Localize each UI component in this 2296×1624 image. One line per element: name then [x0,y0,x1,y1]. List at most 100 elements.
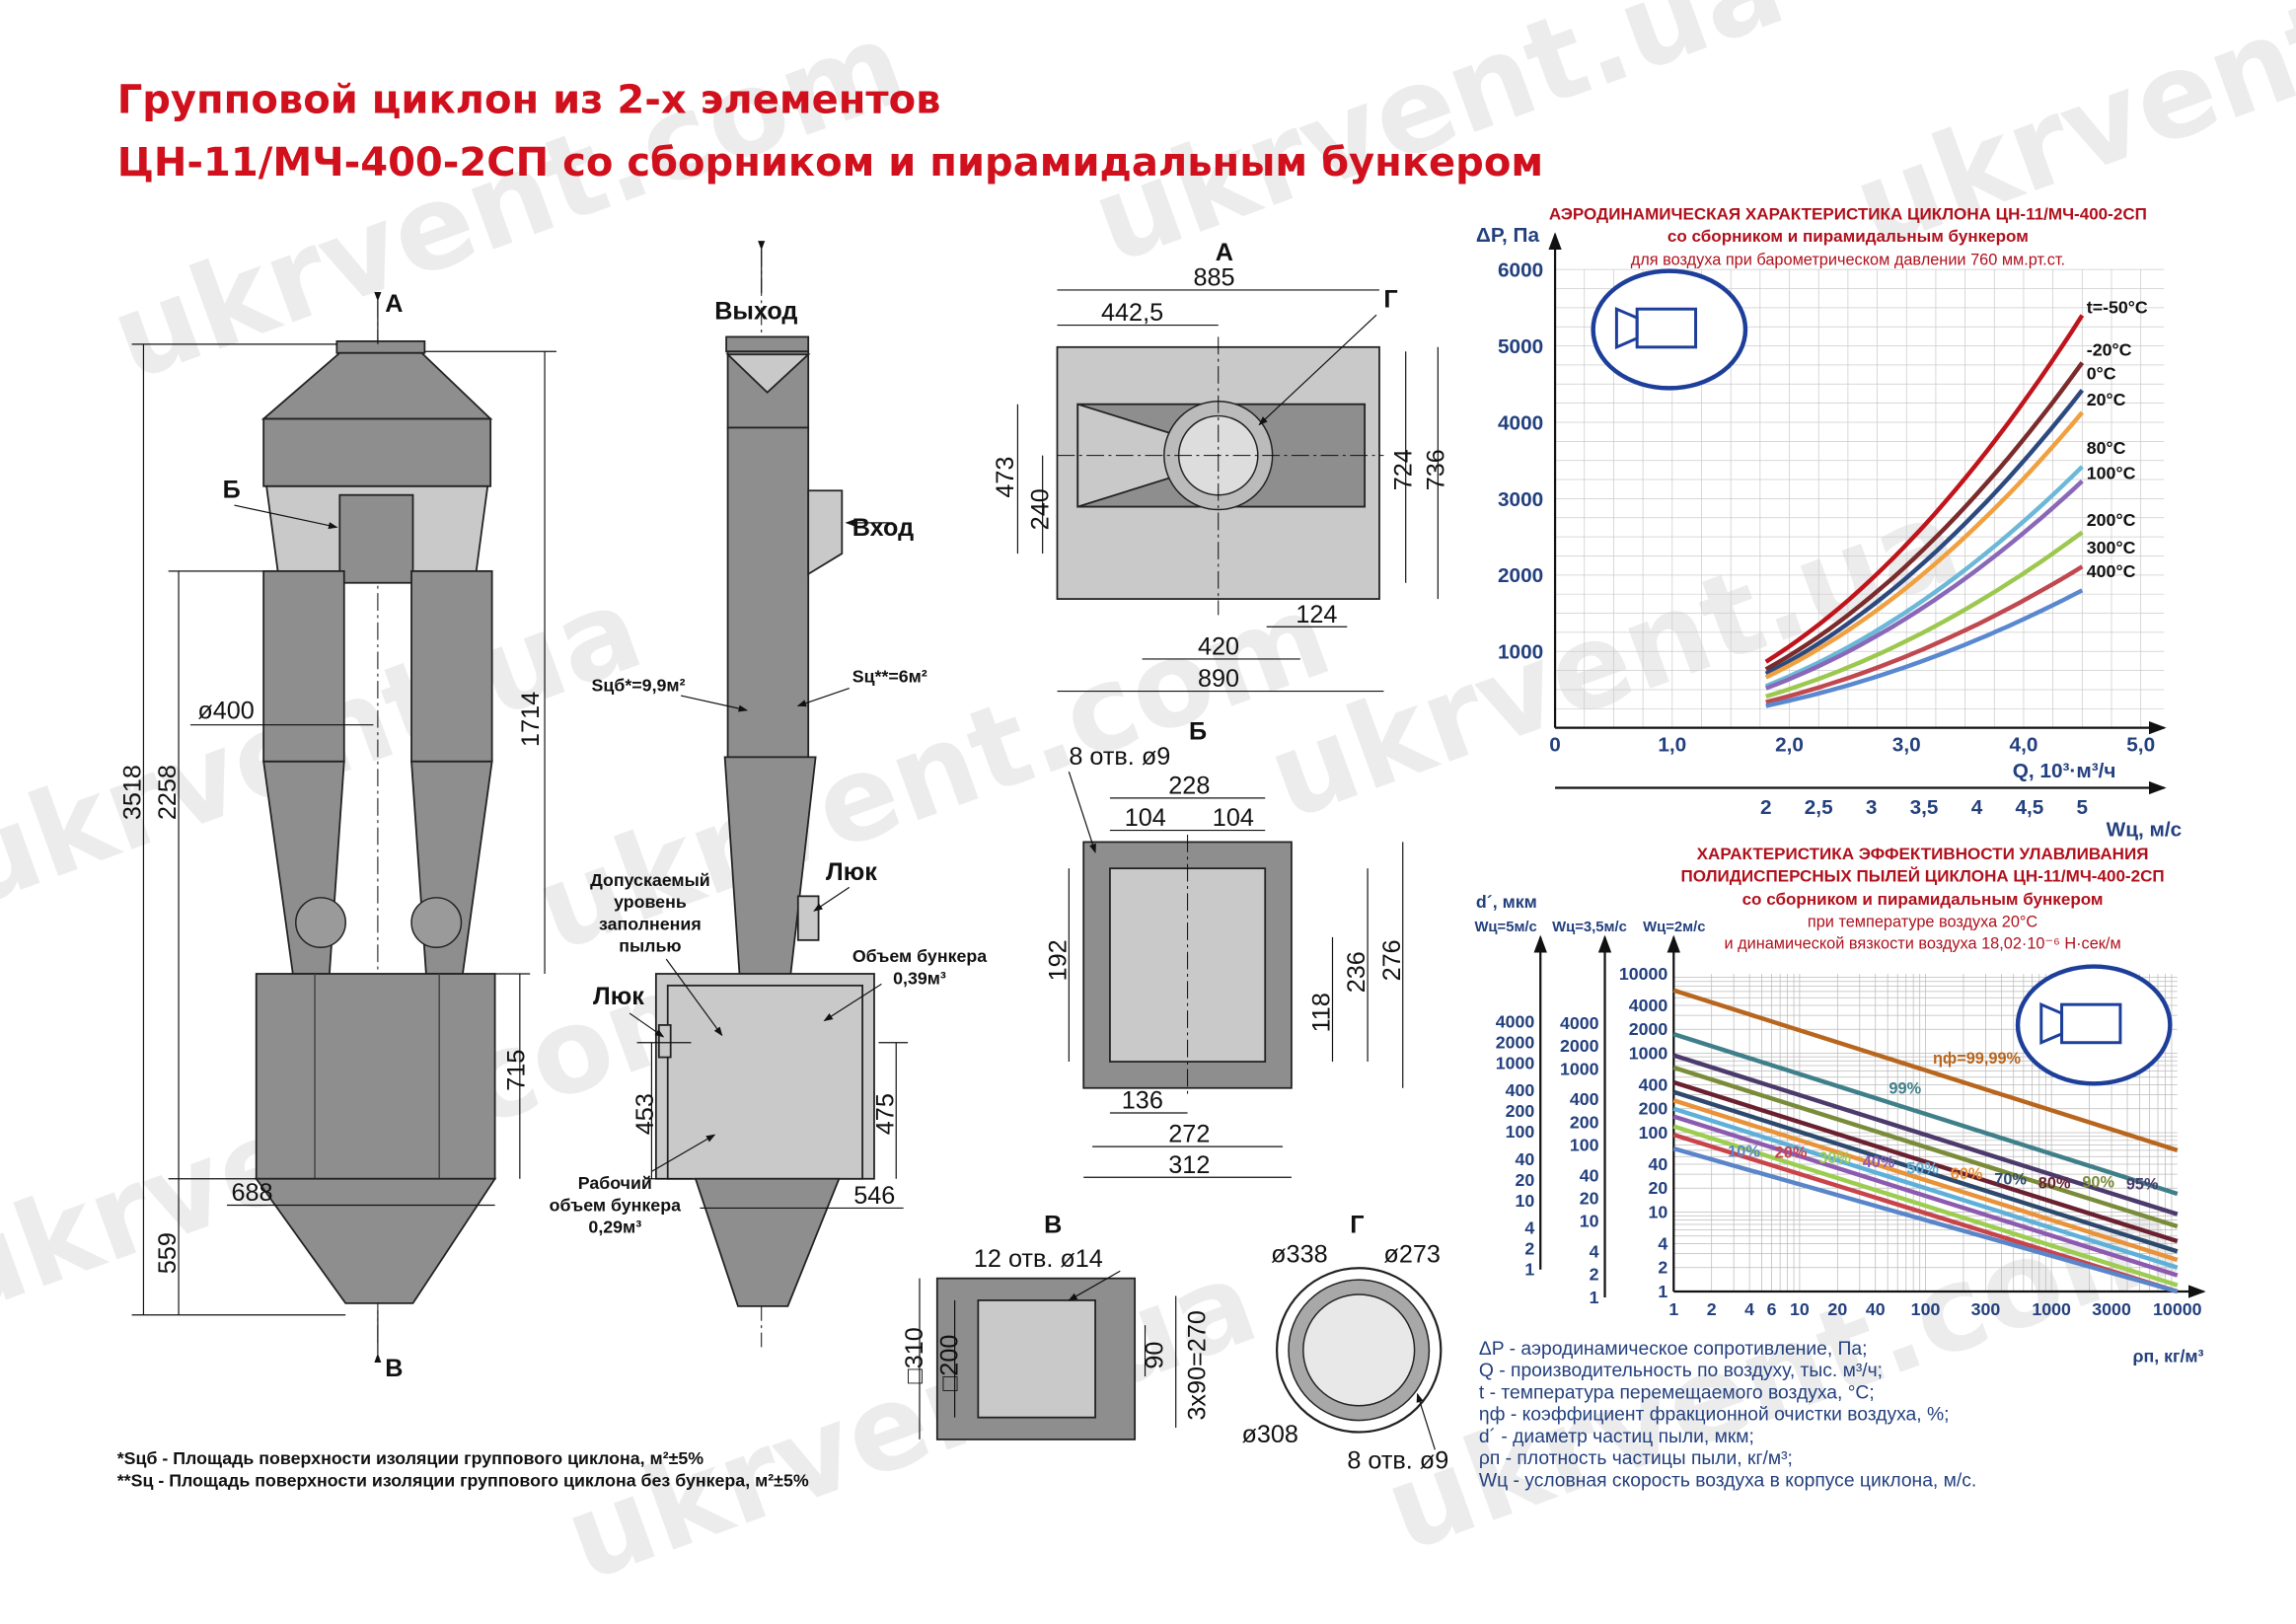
y-tick-label: 400 [1639,1074,1668,1094]
view-v-title: В [1044,1212,1062,1239]
dim-724: 724 [1390,449,1418,490]
series-label: 30% [1818,1149,1851,1167]
y-tick-label: 5000 [1498,335,1543,358]
x-tick-label: 1,0 [1658,733,1686,756]
area-s-cb: Sцб*=9,9м² [592,676,686,696]
series-label: -20°C [2087,340,2132,360]
dim-104-right: 104 [1213,804,1254,832]
y-tick-label: 4000 [1498,411,1543,434]
series-line [1672,1098,2179,1263]
y-tick-label: 2000 [1498,564,1543,587]
y-tick-label: 6000 [1498,259,1543,282]
series-label: 100°C [2087,463,2136,482]
chart2-yaxis-w2: Wц=2м/с [1643,920,1705,935]
work-volume-line1: Рабочий [578,1173,652,1193]
dim-240: 240 [1027,488,1055,530]
efficiency-chart: ХАРАКТЕРИСТИКА ЭФФЕКТИВНОСТИ УЛАВЛИВАНИЯ… [1474,845,2206,1366]
dim-559: 559 [154,1232,182,1274]
chart2-title: ХАРАКТЕРИСТИКА ЭФФЕКТИВНОСТИ УЛАВЛИВАНИЯ [1697,845,2149,863]
dim-3x90: 3х90=270 [1183,1310,1211,1421]
side-y-tick-label: 4 [1524,1218,1534,1238]
side-y-tick-label: 100 [1506,1122,1535,1142]
chart2-subtitle: со сборником и пирамидальным бункером [1742,890,2104,909]
chart1-subtitle: со сборником и пирамидальным бункером [1667,227,2029,246]
dim-715: 715 [502,1050,530,1091]
chart2-yaxis-w5: Wц=5м/с [1474,920,1536,935]
view-marker-a: А [385,290,403,318]
secondary-x-tick-label: 4,5 [2015,796,2043,819]
series-label: 20% [1775,1144,1808,1162]
inlet-label: Вход [852,514,914,542]
legend-item: ΔP - аэродинамическое сопротивление, Па; [1479,1339,1868,1360]
label-line: Допускаемый [590,870,710,890]
x-tick-label: 3,0 [1892,733,1921,756]
dim-736: 736 [1422,449,1449,490]
page-title-line1: Групповой циклон из 2-х элементов [117,77,941,122]
y-tick-label: 1000 [1629,1043,1668,1063]
legend-item: t - температура перемещаемого воздуха, °… [1479,1382,1875,1403]
series-label: 20°C [2087,390,2126,409]
dim-118: 118 [1308,993,1336,1032]
x-tick-label: 2 [1707,1299,1717,1319]
series-label: 80°C [2087,438,2126,458]
chart1-title: АЭРОДИНАМИЧЕСКАЯ ХАРАКТЕРИСТИКА ЦИКЛОНА … [1549,205,2147,224]
dim-90: 90 [1141,1342,1168,1369]
dim-192: 192 [1044,939,1072,981]
work-volume-line2: объем бункера [550,1195,682,1215]
y-tick-label: 100 [1639,1123,1668,1143]
view-b-holes: 8 отв. ø9 [1069,743,1170,771]
side-y-tick-label: 400 [1570,1089,1599,1109]
factory-stamp-logo [1591,268,1748,391]
secondary-x-tick-label: 2,5 [1805,796,1833,819]
series-line [1672,1079,2179,1244]
dim-228: 228 [1168,772,1210,799]
series-label: 200°C [2087,510,2136,530]
legend-item: Q - производительность по воздуху, тыс. … [1479,1361,1883,1381]
dim-453: 453 [631,1093,659,1135]
dim-885: 885 [1194,263,1235,291]
view-marker-b: Б [223,477,241,504]
x-tick-label: 2,0 [1775,733,1804,756]
x-tick-label: 1 [1668,1299,1678,1319]
footnote-1: *Sцб - Площадь поверхности изоляции груп… [117,1448,704,1468]
chart1-secondary-xlabel: Wц, м/с [2107,818,2183,841]
series-line [1764,465,2084,689]
y-tick-label: 200 [1639,1099,1668,1119]
dim-1714: 1714 [517,692,545,747]
x-tick-label: 0 [1549,733,1561,756]
dim-310: □310 [901,1327,928,1383]
x-tick-label: 4,0 [2010,733,2038,756]
secondary-x-tick-label: 5 [2077,796,2089,819]
side-y-tick-label: 10 [1580,1212,1599,1231]
side-y-tick-label: 2000 [1560,1036,1599,1056]
x-tick-label: 6 [1767,1299,1777,1319]
series-line [1765,564,2084,704]
secondary-x-tick-label: 3 [1866,796,1878,819]
series-label: 60% [1951,1165,1983,1183]
y-tick-label: 4 [1658,1233,1667,1253]
dim-312: 312 [1168,1151,1210,1179]
secondary-x-tick-label: 4 [1971,796,1983,819]
series-label: t=-50°C [2087,298,2148,318]
factory-stamp-logo [2015,964,2173,1086]
chart1-xlabel: Q, 10³·м³/ч [2013,760,2116,782]
side-y-tick-label: 200 [1570,1112,1599,1132]
view-g-title: Г [1350,1212,1364,1239]
side-y-tick-label: 2 [1524,1239,1534,1259]
legend-item: ηф - коэффициент фракционной очистки воз… [1479,1405,1950,1426]
dim-236: 236 [1343,951,1370,993]
chart2-xlabel: ρп, кг/м³ [2132,1346,2203,1366]
chart1-note: для воздуха при барометрическом давлении… [1631,252,2065,269]
series-line [1765,530,2084,700]
series-label: 50% [1906,1159,1939,1177]
legend-item: ρп - плотность частицы пыли, кг/м³; [1479,1448,1793,1469]
dim-136: 136 [1122,1087,1163,1115]
y-tick-label: 2000 [1629,1019,1668,1039]
series-line [1764,389,2085,676]
view-b: Б 8 отв. ø9 228 104 104 192 118 236 276 … [1044,718,1405,1179]
x-tick-label: 300 [1971,1299,2001,1319]
dim-d308: ø308 [1241,1421,1297,1448]
side-y-tick-label: 100 [1570,1136,1599,1155]
series-label: 300°C [2087,538,2136,557]
